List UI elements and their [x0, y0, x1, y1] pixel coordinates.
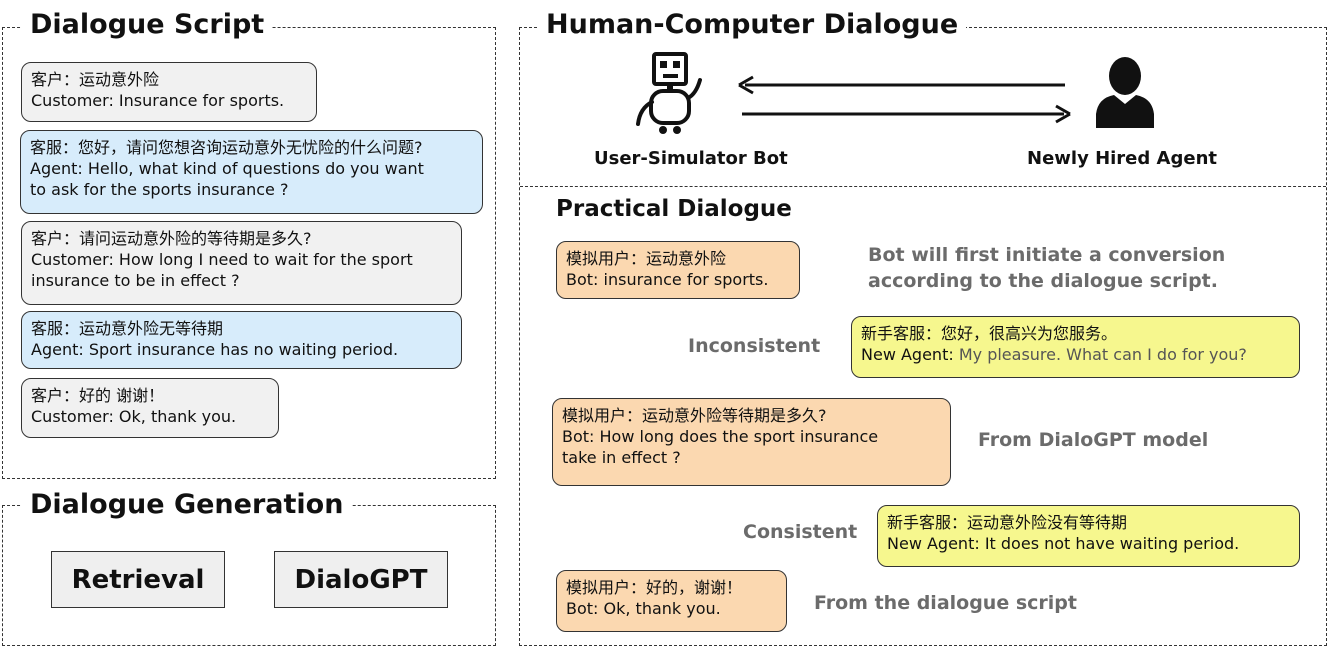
turn-zh: 客服：运动意外险无等待期: [31, 319, 224, 338]
turn-en: Customer: Insurance for sports.: [31, 91, 285, 110]
consistent-label: Consistent: [743, 521, 858, 543]
note-line2: according to the dialogue script.: [868, 270, 1218, 292]
note-script: From the dialogue script: [814, 592, 1077, 614]
note-bot-initiates: Bot will first initiate a conversion acc…: [868, 242, 1225, 294]
turn-en-line1: Bot: How long does the sport insurance: [562, 427, 879, 446]
dialogpt-button[interactable]: DialoGPT: [274, 551, 448, 608]
dialogue-generation-title: Dialogue Generation: [22, 488, 352, 522]
turn-en: New Agent: My pleasure. What can I do fo…: [861, 344, 1290, 365]
turn-en-line2: take in effect ?: [562, 448, 681, 467]
turn-en: Bot: insurance for sports.: [566, 270, 769, 289]
turn-en-line1: Agent: Hello, what kind of questions do …: [30, 159, 424, 178]
turn-en-line2: insurance to be in effect ?: [31, 271, 240, 290]
turn-en: New Agent: It does not have waiting peri…: [887, 534, 1240, 553]
agent-label: Newly Hired Agent: [1027, 148, 1217, 169]
agent-turn-2: 新手客服：运动意外险没有等待期 New Agent: It does not h…: [877, 505, 1300, 567]
turn-zh: 新手客服：运动意外险没有等待期: [887, 513, 1128, 532]
inconsistent-label: Inconsistent: [688, 335, 821, 357]
turn-zh: 模拟用户：好的，谢谢！: [566, 578, 743, 597]
bot-turn-1: 模拟用户：运动意外险 Bot: insurance for sports.: [556, 241, 800, 299]
turn-en: Bot: Ok, thank you.: [566, 599, 721, 618]
retrieval-button[interactable]: Retrieval: [51, 551, 225, 608]
agent-turn-1: 新手客服：您好，很高兴为您服务。 New Agent: My pleasure.…: [851, 316, 1300, 378]
robot-icon: [636, 52, 702, 134]
bot-label: User-Simulator Bot: [594, 148, 788, 169]
panel-divider: [520, 186, 1326, 187]
person-icon: [1096, 57, 1154, 128]
turn-zh: 客户：运动意外险: [31, 70, 160, 89]
script-turn-customer-2: 客户：请问运动意外险的等待期是多久? Customer: How long I …: [21, 221, 462, 305]
turn-zh: 客户：请问运动意外险的等待期是多久?: [31, 229, 312, 248]
arrow-left-icon: [738, 75, 1065, 95]
agent-reply: My pleasure. What can I do for you?: [958, 345, 1247, 364]
script-turn-agent-2: 客服：运动意外险无等待期 Agent: Sport insurance has …: [21, 311, 462, 369]
turn-zh: 客服：您好，请问您想咨询运动意外无忧险的什么问题?: [30, 138, 423, 157]
bot-turn-3: 模拟用户：好的，谢谢！ Bot: Ok, thank you.: [556, 570, 787, 632]
human-computer-title: Human-Computer Dialogue: [538, 8, 967, 42]
turn-en-line2: to ask for the sports insurance ?: [30, 180, 289, 199]
turn-zh: 新手客服：您好，很高兴为您服务。: [861, 324, 1118, 343]
turn-en: Customer: Ok, thank you.: [31, 407, 237, 426]
turn-zh: 模拟用户：运动意外险等待期是多久?: [562, 406, 827, 425]
script-turn-customer-1: 客户：运动意外险 Customer: Insurance for sports.: [21, 62, 317, 122]
note-line1: Bot will first initiate a conversion: [868, 244, 1226, 266]
script-turn-customer-3: 客户：好的 谢谢！ Customer: Ok, thank you.: [21, 378, 279, 438]
agent-prefix: New Agent:: [861, 345, 959, 364]
turn-en-line1: Customer: How long I need to wait for th…: [31, 250, 413, 269]
turn-zh: 客户：好的 谢谢！: [31, 386, 165, 405]
note-dialogpt: From DialoGPT model: [978, 429, 1209, 451]
dialogue-script-title: Dialogue Script: [22, 8, 273, 42]
turn-en: Agent: Sport insurance has no waiting pe…: [31, 340, 399, 359]
turn-zh: 模拟用户：运动意外险: [566, 249, 727, 268]
bot-turn-2: 模拟用户：运动意外险等待期是多久? Bot: How long does the…: [552, 398, 951, 486]
practical-dialogue-title: Practical Dialogue: [556, 196, 792, 222]
script-turn-agent-1: 客服：您好，请问您想咨询运动意外无忧险的什么问题? Agent: Hello, …: [20, 130, 483, 214]
arrow-right-icon: [742, 104, 1071, 124]
